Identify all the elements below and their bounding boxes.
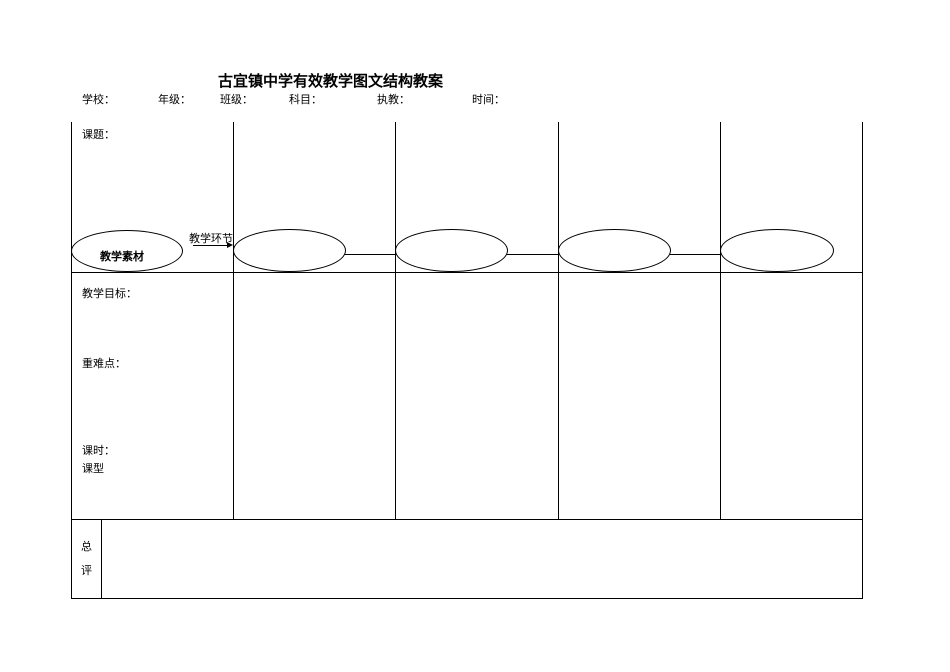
- step-label: 教学环节: [189, 232, 233, 245]
- step-oval-1: [233, 229, 346, 272]
- material-oval: [71, 230, 183, 272]
- type-label: 课型: [82, 462, 104, 475]
- topic-label: 课题：: [82, 128, 115, 141]
- row-divider-2: [71, 519, 863, 520]
- school-field-label: 学校：: [82, 93, 115, 106]
- summary-label-char-2: 评: [81, 564, 92, 577]
- material-label: 教学素材: [100, 250, 144, 263]
- summary-label-char-1: 总: [81, 540, 92, 553]
- summary-label-divider: [101, 519, 102, 598]
- connector-line-3: [670, 254, 721, 255]
- column-divider-2: [395, 122, 396, 519]
- page-title: 古宜镇中学有效教学图文结构教案: [218, 72, 444, 90]
- class-field-label: 班级：: [220, 93, 253, 106]
- step-arrowhead: [227, 242, 233, 248]
- grade-field-label: 年级：: [158, 93, 191, 106]
- step-arrow-line: [193, 245, 227, 246]
- step-oval-4: [720, 229, 834, 272]
- table-right-border: [862, 122, 863, 599]
- keypoints-label: 重难点：: [82, 357, 126, 370]
- table-left-border: [71, 122, 72, 599]
- time-field-label: 时间：: [472, 93, 505, 106]
- hours-label: 课时：: [82, 444, 115, 457]
- connector-line-2: [507, 254, 559, 255]
- step-oval-3: [558, 229, 671, 272]
- subject-field-label: 科目：: [289, 93, 322, 106]
- column-divider-4: [720, 122, 721, 519]
- connector-line-1: [345, 254, 396, 255]
- table-bottom-border: [71, 598, 863, 599]
- objective-label: 教学目标：: [82, 287, 137, 300]
- column-divider-3: [558, 122, 559, 519]
- teacher-field-label: 执教：: [377, 93, 410, 106]
- column-divider-1: [233, 122, 234, 519]
- step-oval-2: [395, 229, 508, 272]
- row-divider-1: [71, 272, 863, 273]
